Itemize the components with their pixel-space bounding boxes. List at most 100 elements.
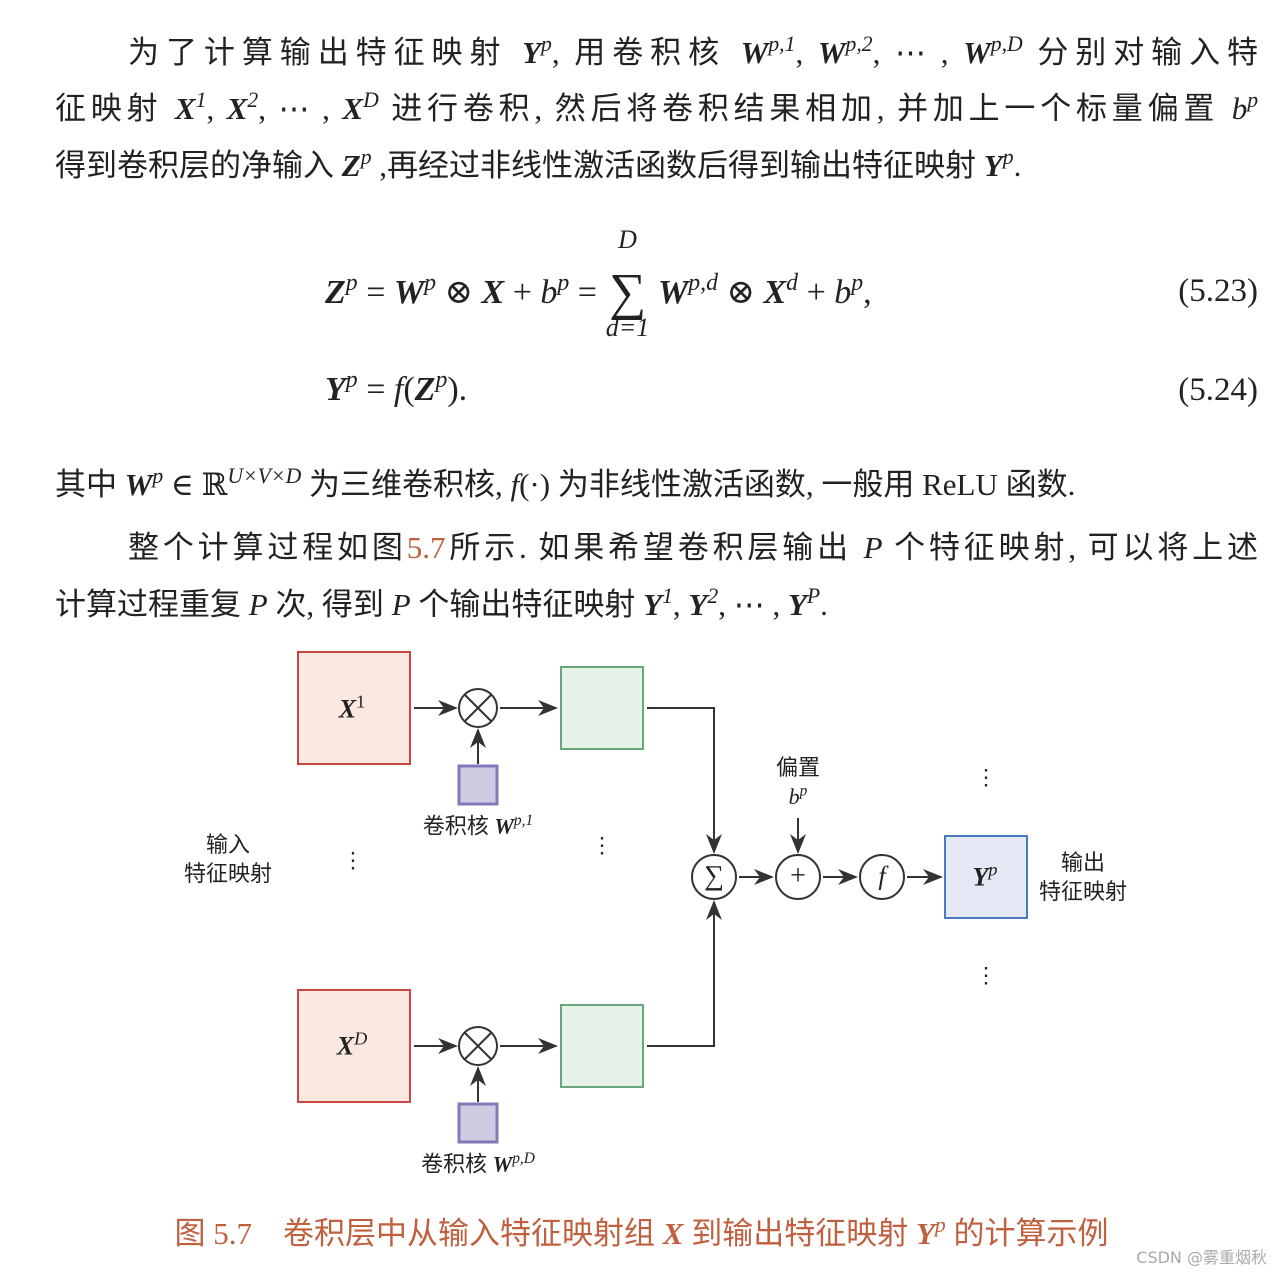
- superscript: 1: [195, 88, 207, 113]
- summation: D ∑ d=1: [605, 225, 650, 342]
- math-bold-symbol: W: [124, 467, 153, 502]
- superscript: 2: [247, 88, 259, 113]
- text: , ⋯ ,: [872, 35, 964, 70]
- text: +: [798, 274, 835, 311]
- sum-lower: d=1: [605, 312, 650, 342]
- superscript: 1: [662, 584, 673, 609]
- superscript: 2: [707, 584, 719, 609]
- text: ,: [795, 35, 818, 70]
- text: ⊗: [436, 274, 482, 311]
- superscript: p,D: [990, 32, 1023, 57]
- text: ⊗: [717, 274, 764, 311]
- figure-caption: 图 5.7 卷积层中从输入特征映射组 X 到输出特征映射 Yp 的计算示例: [174, 1213, 1109, 1251]
- ellipsis-icon: ⋮: [975, 962, 997, 988]
- input-map-1: [297, 651, 411, 765]
- plus-op-symbol: +: [790, 860, 806, 892]
- math-bold-symbol: Y: [787, 587, 807, 622]
- text: 征映射: [55, 91, 175, 126]
- text: =: [357, 371, 394, 408]
- superscript: p: [557, 269, 570, 296]
- text: 次, 得到: [267, 587, 392, 622]
- math-bold-symbol: Y: [643, 587, 663, 622]
- math-symbol: P: [391, 587, 411, 622]
- ellipsis-icon: ⋮: [591, 832, 613, 858]
- text-line: 其中 Wp ∈ ℝU×V×D 为三维卷积核, f(·) 为非线性激活函数, 一般…: [55, 465, 1258, 505]
- sum-symbol: ∑: [608, 263, 647, 321]
- text: +: [504, 274, 541, 311]
- text: 分别对输入特: [1022, 35, 1259, 70]
- superscript: p: [345, 366, 358, 393]
- math-bold-symbol: Z: [325, 274, 346, 311]
- text: 得到卷积层的净输入: [55, 148, 342, 183]
- math-bold-symbol: Y: [688, 587, 708, 622]
- superscript: p: [435, 366, 448, 393]
- text: , ⋯ ,: [718, 587, 788, 622]
- output-maps-label: 输出特征映射: [1038, 850, 1128, 904]
- math-bold-symbol: X: [174, 91, 196, 126]
- kernel-d-label: 卷积核 Wp,D: [421, 1150, 535, 1177]
- text: ).: [447, 371, 468, 408]
- math-bold-symbol: W: [963, 35, 991, 70]
- math-bold-symbol: W: [817, 35, 846, 70]
- text: 所示. 如果希望卷积层输出: [445, 530, 864, 565]
- text: ,: [672, 587, 689, 622]
- superscript: p: [152, 464, 164, 489]
- superscript: p: [1002, 145, 1014, 170]
- text: ,: [863, 274, 872, 311]
- conv-op-1: [458, 688, 498, 728]
- text: (·) 为非线性激活函数, 一般用 ReLU 函数.: [519, 467, 1076, 502]
- text: 为三维卷积核,: [301, 467, 511, 502]
- input-map-d-label: XD: [336, 1028, 368, 1061]
- math-bold-symbol: X: [226, 91, 248, 126]
- text: , ⋯ ,: [258, 91, 343, 126]
- math-bold-symbol: W: [740, 35, 769, 70]
- text-line: 计算过程重复 P 次, 得到 P 个输出特征映射 Y1, Y2, ⋯ , YP.: [55, 585, 1258, 625]
- figure-reference-link: 5.7: [406, 530, 446, 565]
- text: 整个计算过程如图: [128, 530, 407, 565]
- conv-result-1: [560, 666, 644, 750]
- output-map: [944, 835, 1028, 919]
- text: ,再经过非线性激活函数后得到输出特征映射: [371, 148, 984, 183]
- math-bold-symbol: Y: [325, 371, 346, 408]
- equation-number: (5.23): [1178, 273, 1258, 309]
- activation-op: [859, 854, 905, 900]
- math-bold-symbol: W: [393, 274, 425, 311]
- text: .: [820, 587, 828, 622]
- sum-upper: D: [618, 224, 637, 254]
- math-symbol: P: [248, 587, 268, 622]
- superscript: p,1: [768, 32, 796, 57]
- superscript: D: [363, 88, 379, 113]
- kernel-d: [457, 1102, 499, 1144]
- text-line: 整个计算过程如图5.7所示. 如果希望卷积层输出 P 个特征映射, 可以将上述: [128, 528, 1258, 568]
- superscript: p: [541, 32, 552, 57]
- watermark: CSDN @雾重烟秋: [1136, 1248, 1267, 1267]
- superscript: p,d: [688, 269, 718, 296]
- text: ,: [206, 91, 227, 126]
- output-map-label: Yp: [972, 859, 998, 892]
- ellipsis-icon: ⋮: [975, 764, 997, 790]
- text: 进行卷积, 然后将卷积结果相加, 并加上一个标量偏置: [378, 91, 1232, 126]
- text: 为了计算输出特征映射: [128, 35, 523, 70]
- math-bold-symbol: Y: [522, 35, 542, 70]
- sum-op-symbol: ∑: [704, 860, 724, 892]
- equation-number: (5.24): [1178, 372, 1258, 408]
- math-bold-symbol: X: [342, 91, 364, 126]
- math-symbol: b: [1231, 91, 1248, 126]
- math-bold-symbol: Z: [341, 148, 361, 183]
- text: 个输出特征映射: [410, 587, 644, 622]
- superscript: p: [360, 145, 372, 170]
- input-maps-label: 输入特征映射: [183, 832, 273, 886]
- text-line: 得到卷积层的净输入 Zp ,再经过非线性激活函数后得到输出特征映射 Yp.: [55, 146, 1258, 186]
- text: =: [569, 274, 606, 311]
- superscript: p: [345, 269, 358, 296]
- text: =: [357, 274, 394, 311]
- activation-op-symbol: f: [878, 861, 886, 891]
- kernel-1: [457, 764, 499, 806]
- input-map-1-label: X1: [338, 691, 366, 724]
- text: 个特征映射, 可以将上述: [882, 530, 1259, 565]
- text: 其中: [55, 467, 125, 502]
- text-line: 征映射 X1, X2, ⋯ , XD 进行卷积, 然后将卷积结果相加, 并加上一…: [55, 89, 1258, 129]
- math-bold-symbol: X: [763, 274, 787, 311]
- kernel-1-label: 卷积核 Wp,1: [422, 812, 534, 839]
